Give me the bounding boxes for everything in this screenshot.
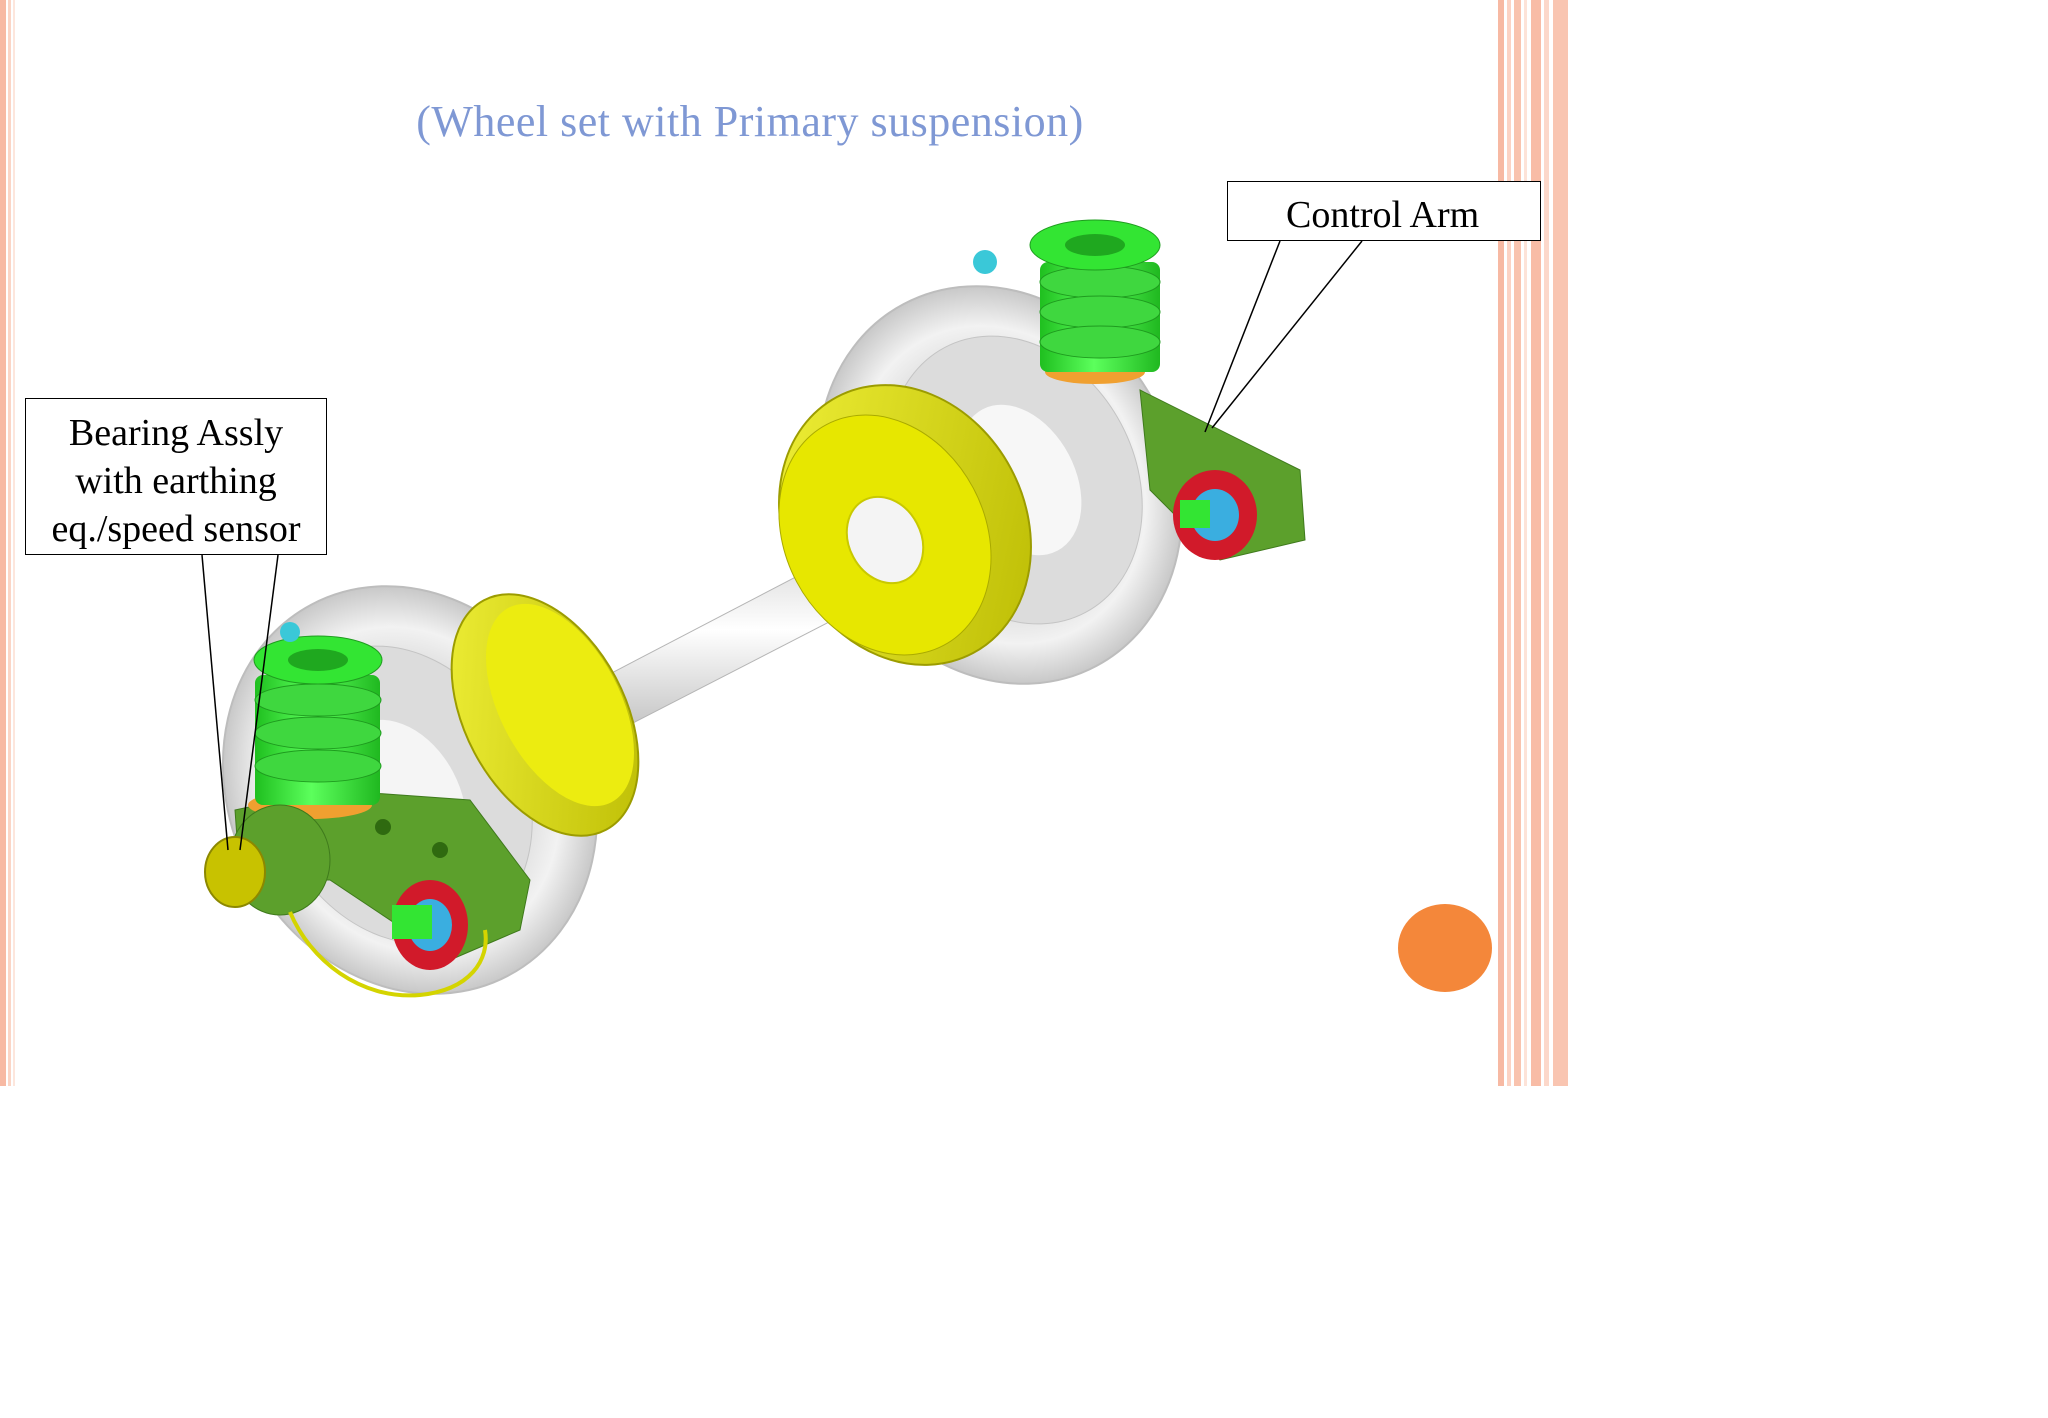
bearing-callout-line-2: with earthing <box>75 460 277 502</box>
wheelset-illustration <box>201 219 1363 998</box>
primary-suspension-left <box>204 622 531 998</box>
bearing-callout-leaders <box>201 554 279 851</box>
left-decorative-border <box>0 0 18 1086</box>
decorative-orange-circle <box>1398 904 1492 992</box>
slide-title: (Wheel set with Primary suspension) <box>416 97 1084 146</box>
brake-disc-right <box>778 384 1032 666</box>
bearing-callout-line-3: eq./speed sensor <box>51 508 301 550</box>
control-arm-callout: Control Arm <box>1227 181 1541 241</box>
primary-suspension-right <box>973 219 1306 561</box>
right-decorative-border <box>1498 0 1568 1086</box>
coil-spring-right <box>1029 219 1161 384</box>
bearing-assembly-callout: Bearing Assly with earthing eq./speed se… <box>25 398 327 555</box>
coil-spring-left <box>248 635 383 819</box>
axle-box-bearing-left <box>204 804 331 916</box>
brake-disc-left <box>450 593 640 837</box>
bearing-callout-line-1: Bearing Assly <box>68 412 284 454</box>
control-arm-callout-leaders <box>1204 240 1363 433</box>
